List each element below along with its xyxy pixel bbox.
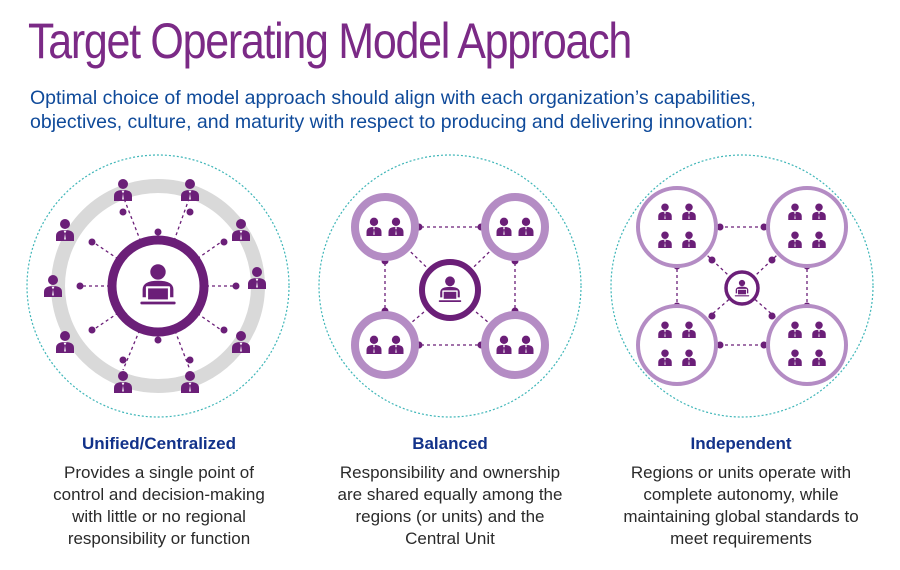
- model-description-line: with little or no regional: [72, 507, 246, 526]
- unit-clusters: [636, 186, 848, 386]
- model-description-line: are shared equally among the: [337, 485, 563, 504]
- independent-model-diagram: [610, 154, 874, 418]
- outer-boundary: [318, 154, 582, 418]
- independent-caption: Independent Regions or units operate wit…: [596, 432, 886, 550]
- balanced-model-diagram: [318, 154, 582, 418]
- model-description-line: Central Unit: [405, 529, 495, 548]
- model-description-line: Provides a single point of: [64, 463, 254, 482]
- unit-clusters: [351, 193, 549, 379]
- page-title: Target Operating Model Approach: [28, 13, 632, 69]
- page-subtitle: Optimal choice of model approach should …: [30, 86, 880, 134]
- model-description-line: meet requirements: [670, 529, 812, 548]
- model-heading: Unified/Centralized: [82, 434, 236, 453]
- model-description-line: regions (or units) and the: [355, 507, 545, 526]
- model-description-line: responsibility or function: [67, 529, 251, 548]
- outer-boundary: [26, 154, 290, 418]
- model-heading: Independent: [690, 434, 792, 453]
- unified-model-diagram: [26, 154, 290, 418]
- model-description-line: maintaining global standards to: [623, 507, 859, 526]
- subtitle-line: objectives, culture, and maturity with r…: [30, 111, 753, 133]
- subtitle-line: Optimal choice of model approach should …: [30, 87, 756, 109]
- unified-caption: Unified/Centralized Provides a single po…: [14, 432, 304, 550]
- outer-boundary: [610, 154, 874, 418]
- model-description-line: control and decision-making: [53, 485, 265, 504]
- spoke-nodes: [76, 208, 240, 364]
- model-heading: Balanced: [412, 434, 488, 453]
- model-description-line: Responsibility and ownership: [339, 463, 561, 482]
- model-description-line: Regions or units operate with: [630, 463, 852, 482]
- balanced-caption: Balanced Responsibility and ownership ar…: [305, 432, 595, 550]
- model-description-line: complete autonomy, while: [643, 485, 839, 504]
